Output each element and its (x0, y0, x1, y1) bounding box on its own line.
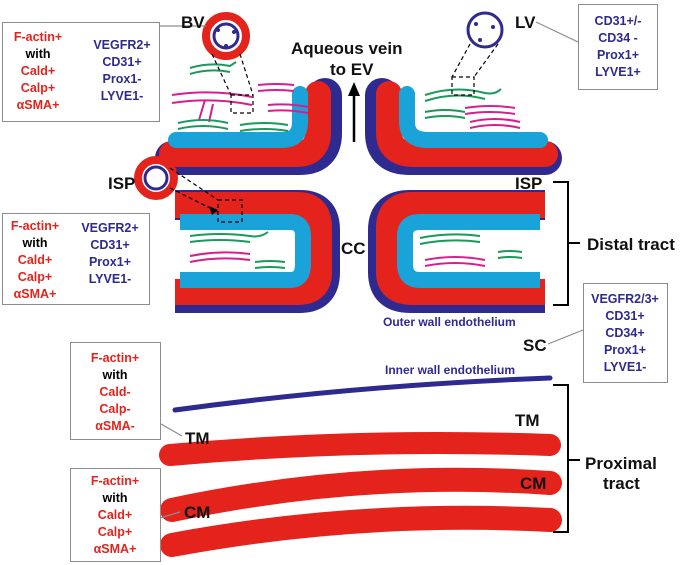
marker: CD31+ (605, 309, 645, 323)
inner-wall-label: Inner wall endothelium (385, 363, 516, 377)
proximal-tract-bracket (553, 384, 580, 533)
tm-left-label: TM (185, 429, 210, 448)
cm-left-label: CM (184, 503, 211, 522)
marker: with (22, 236, 48, 250)
marker: CD34 - (598, 31, 638, 45)
distal-tract-label: Distal tract (587, 235, 675, 254)
marker: Cald+ (97, 508, 133, 522)
collector-channel-left (175, 190, 340, 313)
isp-right-label: ISP (515, 174, 543, 193)
marker: with (25, 47, 51, 61)
marker: VEGFR2+ (93, 38, 151, 52)
bv-red-markers: F-actin+ with Cald+ Calp+ αSMA+ (9, 29, 67, 114)
marker: LYVE1- (88, 272, 132, 286)
tm-marker-box: F-actin+ with Cald- Calp- αSMA- (70, 342, 161, 440)
small-vessels-channel-right (419, 233, 523, 267)
marker: Cald+ (17, 253, 53, 267)
proximal-tract-label-1: Proximal (585, 454, 657, 473)
distal-tract-bracket (553, 181, 580, 306)
isp-marker-box: F-actin+ with Cald+ Calp+ αSMA+ VEGFR2+ … (2, 213, 150, 305)
small-vessels-top-left (171, 61, 309, 132)
lv-blue-markers: CD31+/- CD34 - Prox1+ LYVE1+ (581, 13, 655, 81)
marker: CD31+ (102, 55, 142, 69)
sc-marker-box: VEGFR2/3+ CD31+ CD34+ Prox1+ LYVE1- (583, 283, 668, 383)
marker: F-actin+ (90, 474, 140, 488)
tm-right-label: TM (515, 411, 540, 430)
marker: LYVE1+ (595, 65, 641, 79)
small-vessels-channel-left (189, 231, 286, 269)
marker: LYVE1- (603, 360, 647, 374)
marker: Calp+ (17, 270, 53, 284)
lv-marker-box: CD31+/- CD34 - Prox1+ LYVE1+ (578, 4, 658, 90)
marker: αSMA+ (16, 98, 60, 112)
tm-red-markers: F-actin+ with Cald- Calp- αSMA- (73, 350, 157, 435)
isp-red-markers: F-actin+ with Cald+ Calp+ αSMA+ (7, 218, 63, 303)
small-vessels-top-right (424, 88, 521, 129)
bv-marker-box: F-actin+ with Cald+ Calp+ αSMA+ VEGFR2+ … (2, 22, 160, 122)
lv-cross-section (466, 11, 504, 49)
cm-red-markers: F-actin+ with Cald+ Calp+ αSMA+ (73, 473, 157, 558)
marker: with (102, 491, 128, 505)
marker: Prox1+ (88, 255, 132, 269)
collector-channel-right (368, 190, 545, 313)
marker: VEGFR2+ (81, 221, 139, 235)
marker: F-actin+ (90, 351, 140, 365)
marker: F-actin+ (13, 30, 63, 44)
bv-label: BV (181, 13, 205, 32)
aqueous-vein-label-2: to EV (330, 60, 374, 79)
marker: VEGFR2/3+ (591, 292, 659, 306)
upward-arrow (348, 82, 360, 142)
marker: Prox1- (102, 72, 142, 86)
isp-left-label: ISP (108, 174, 136, 193)
cm-band (160, 505, 562, 557)
tm-band-1 (159, 431, 561, 466)
isp-cross-section (134, 156, 178, 200)
marker: Prox1+ (603, 343, 647, 357)
bv-blue-markers: VEGFR2+ CD31+ Prox1- LYVE1- (89, 37, 155, 105)
cm-right-label: CM (520, 474, 547, 493)
marker: αSMA+ (13, 287, 57, 301)
marker: F-actin+ (10, 219, 60, 233)
proximal-tract-label-2: tract (603, 474, 640, 493)
marker: with (102, 368, 128, 382)
marker: Cald- (99, 385, 131, 399)
marker: Calp- (99, 402, 131, 416)
aqueous-vein-label-1: Aqueous vein (291, 39, 403, 58)
lv-label: LV (515, 13, 536, 32)
aqueous-vein-right (365, 78, 562, 175)
cc-label: CC (341, 239, 366, 258)
marker: LYVE1- (100, 89, 144, 103)
marker: Calp+ (20, 81, 56, 95)
cm-marker-box: F-actin+ with Cald+ Calp+ αSMA+ (70, 468, 161, 562)
sc-blue-markers: VEGFR2/3+ CD31+ CD34+ Prox1+ LYVE1- (585, 291, 665, 376)
tm-band-2 (160, 467, 562, 522)
marker: CD31+ (90, 238, 130, 252)
inner-wall-endothelium-line (172, 375, 553, 413)
marker: CD34+ (605, 326, 645, 340)
aqueous-vein-left (155, 78, 342, 175)
marker: αSMA- (95, 419, 135, 433)
outer-wall-label: Outer wall endothelium (383, 315, 516, 329)
bv-cross-section (202, 12, 250, 60)
marker: Cald+ (20, 64, 56, 78)
sc-label: SC (523, 336, 547, 355)
marker: Prox1+ (596, 48, 640, 62)
marker: Calp+ (97, 525, 133, 539)
marker: CD31+/- (594, 14, 642, 28)
marker: αSMA+ (93, 542, 137, 556)
isp-blue-markers: VEGFR2+ CD31+ Prox1+ LYVE1- (75, 220, 145, 288)
